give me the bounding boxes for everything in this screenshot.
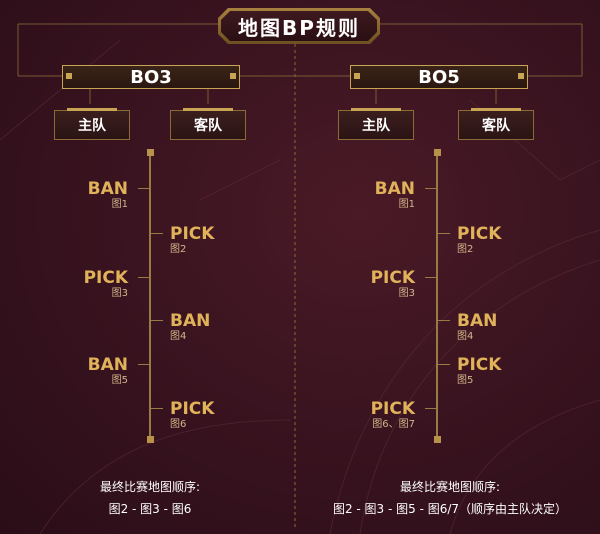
bp-step-6-bo3: PICK 图6: [170, 399, 215, 430]
timeline-cap-top-bo3: [147, 149, 154, 156]
bp-step-6-bo5: PICK 图6、图7: [370, 399, 415, 430]
format-header-bo5: BO5: [350, 65, 528, 89]
timeline-tick: [151, 408, 163, 409]
timeline-cap-bottom-bo5: [434, 436, 441, 443]
bp-step-4-bo5: BAN 图4: [457, 311, 498, 342]
timeline-bo3: [149, 152, 151, 440]
final-order-label: 最终比赛地图顺序:: [399, 480, 501, 494]
bp-step-1-bo5: BAN 图1: [374, 179, 415, 210]
timeline-tick: [425, 188, 437, 189]
team-tab-away-bo5: 客队: [458, 108, 534, 140]
timeline-tick: [138, 277, 150, 278]
page-title: 地图BP规则: [221, 11, 377, 41]
bp-step-5-bo3: BAN 图5: [87, 355, 128, 386]
bp-step-5-bo5: PICK 图5: [457, 355, 502, 386]
team-tab-away-bo3: 客队: [170, 108, 246, 140]
final-order-bo3: 最终比赛地图顺序: 图2 - 图3 - 图6: [30, 476, 270, 520]
timeline-tick: [425, 408, 437, 409]
bp-step-1-bo3: BAN 图1: [87, 179, 128, 210]
bp-step-2-bo5: PICK 图2: [457, 224, 502, 255]
timeline-bo5: [436, 152, 438, 440]
final-order-value: 图2 - 图3 - 图5 - 图6/7（顺序由主队决定）: [332, 502, 568, 516]
bp-step-4-bo3: BAN 图4: [170, 311, 211, 342]
timeline-tick: [138, 364, 150, 365]
bp-step-3-bo3: PICK 图3: [83, 268, 128, 299]
timeline-tick: [438, 364, 450, 365]
timeline-cap-top-bo5: [434, 149, 441, 156]
bp-step-2-bo3: PICK 图2: [170, 224, 215, 255]
team-tab-home-bo3: 主队: [54, 108, 130, 140]
timeline-tick: [151, 320, 163, 321]
team-tab-home-bo5: 主队: [338, 108, 414, 140]
timeline-tick: [425, 277, 437, 278]
timeline-cap-bottom-bo3: [147, 436, 154, 443]
bp-step-3-bo5: PICK 图3: [370, 268, 415, 299]
title-banner: 地图BP规则: [218, 8, 380, 44]
final-order-label: 最终比赛地图顺序:: [99, 480, 201, 494]
final-order-value: 图2 - 图3 - 图6: [108, 502, 192, 516]
format-header-bo3: BO3: [62, 65, 240, 89]
final-order-bo5: 最终比赛地图顺序: 图2 - 图3 - 图5 - 图6/7（顺序由主队决定）: [305, 476, 595, 520]
timeline-tick: [438, 233, 450, 234]
timeline-tick: [151, 233, 163, 234]
timeline-tick: [138, 188, 150, 189]
timeline-tick: [438, 320, 450, 321]
